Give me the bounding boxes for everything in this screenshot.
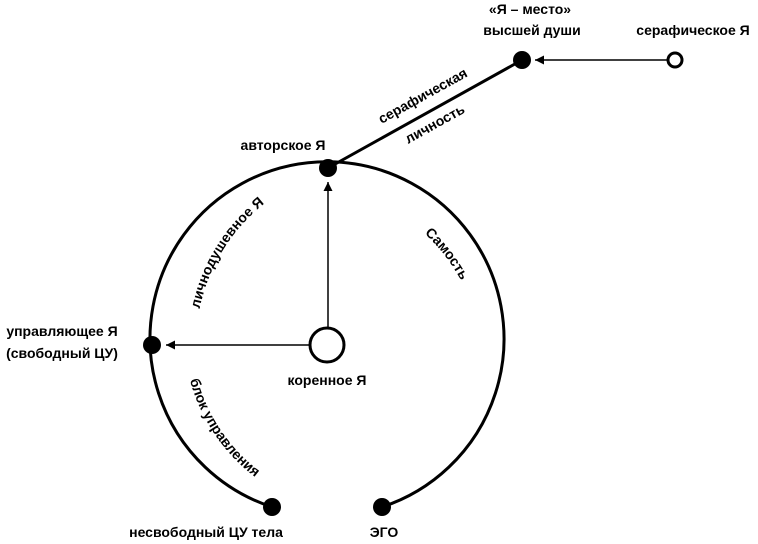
high-soul-place-label-line1: «Я – место» xyxy=(489,1,571,17)
high-soul-place-label-line2: высшей души xyxy=(483,22,580,38)
managing-self-node xyxy=(143,336,161,354)
author-self-label: авторское Я xyxy=(241,137,326,153)
ego-node xyxy=(373,498,391,516)
self-arc-label: Самость xyxy=(422,224,472,282)
high-soul-place-node xyxy=(513,51,531,69)
personal-soul-self-label: личнодушевное Я xyxy=(187,194,267,310)
control-block-label: блок управления xyxy=(187,376,263,479)
managing-self-label-line1: управляющее Я xyxy=(6,323,117,339)
unfree-body-label: несвободный ЦУ тела xyxy=(129,524,283,540)
seraphic-self-label: серафическое Я xyxy=(636,22,749,38)
seraphic-personality-line xyxy=(327,58,523,170)
author-self-node xyxy=(319,159,337,177)
unfree-body-node xyxy=(263,498,281,516)
seraphic-self-node xyxy=(666,51,684,69)
svg-text:Самость: Самость xyxy=(422,224,472,282)
root-self-node xyxy=(308,326,346,364)
ego-label: ЭГО xyxy=(370,524,399,540)
root-self-label: коренное Я xyxy=(288,372,367,388)
svg-text:блок управления: блок управления xyxy=(187,376,263,479)
managing-self-label-line2: (свободный ЦУ) xyxy=(6,345,118,361)
svg-text:личнодушевное Я: личнодушевное Я xyxy=(187,194,267,310)
